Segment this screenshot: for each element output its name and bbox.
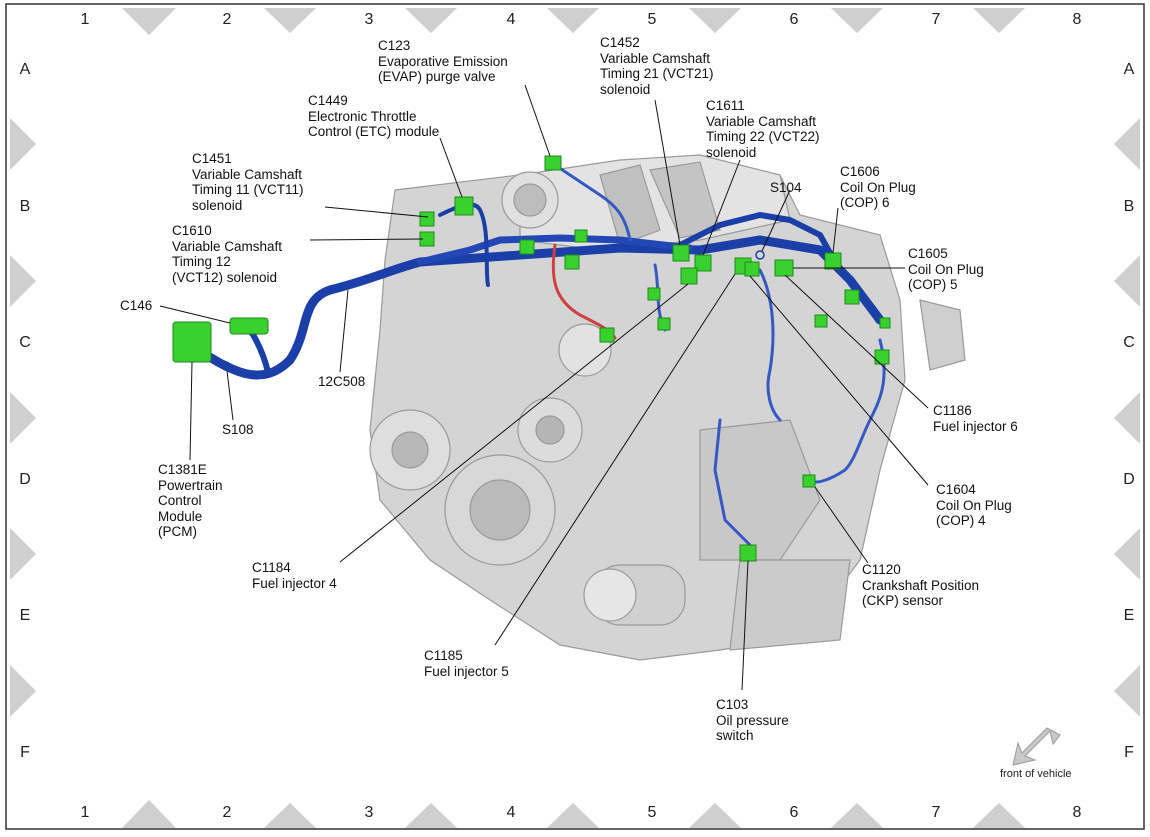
grid-row-right: D: [1123, 471, 1135, 488]
callout-c1381e: C1381E Powertrain Control Module (PCM): [158, 462, 223, 539]
grid-col-top: 4: [506, 11, 516, 28]
grid-col-bottom: 5: [647, 804, 657, 821]
grid-col-bottom: 7: [931, 804, 941, 821]
grid-row-right: E: [1123, 607, 1135, 624]
connectors: [172, 155, 891, 562]
grid-col-bottom: 8: [1072, 804, 1082, 821]
callout-c1185: C1185 Fuel injector 5: [424, 648, 509, 679]
c1604-connector: [744, 261, 760, 277]
frame-border: [5, 3, 1145, 830]
front-of-vehicle-label: front of vehicle: [1000, 768, 1072, 780]
grid-col-top: 8: [1072, 11, 1082, 28]
leader-lines: [159, 84, 929, 691]
s108-splice: [221, 361, 231, 371]
grid-row-right: A: [1123, 61, 1135, 78]
c1606-connector: [824, 252, 842, 270]
grid-col-top: 2: [222, 11, 232, 28]
callout-c1605: C1605 Coil On Plug (COP) 5: [908, 246, 984, 292]
callout-c146: C146: [120, 298, 153, 313]
engine-block: [369, 154, 966, 661]
grid-row-left: E: [19, 607, 31, 624]
grid-row-right: B: [1123, 198, 1135, 215]
grid-col-bottom: 4: [506, 804, 516, 821]
c1120-connector: [802, 474, 816, 488]
splices: [221, 250, 765, 371]
grid-col-top: 6: [789, 11, 799, 28]
c1451-connector: [419, 211, 435, 227]
callout-c1611: C1611 Variable Camshaft Timing 22 (VCT22…: [706, 98, 820, 160]
c1452-connector: [672, 244, 690, 262]
grid-col-top: 1: [80, 11, 90, 28]
callout-c1610: C1610 Variable Camshaft Timing 12 (VCT12…: [172, 223, 283, 285]
callout-c123: C123 Evaporative Emission (EVAP) purge v…: [378, 38, 508, 84]
grid-col-bottom: 6: [789, 804, 799, 821]
c1184-connector: [680, 267, 698, 285]
callout-c1449: C1449 Electronic Throttle Control (ETC) …: [308, 93, 440, 139]
callout-c1184: C1184 Fuel injector 4: [252, 560, 337, 591]
callout-c1120: C1120 Crankshaft Position (CKP) sensor: [862, 562, 980, 608]
grid-row-right: C: [1123, 334, 1135, 351]
callout-s108: S108: [222, 422, 254, 437]
c1449-connector: [454, 196, 474, 216]
grid-col-top: 3: [364, 11, 374, 28]
callout-c103: C103 Oil pressure switch: [716, 697, 789, 743]
callout-c1452: C1452 Variable Camshaft Timing 21 (VCT21…: [600, 35, 714, 97]
grid-col-bottom: 1: [80, 804, 90, 821]
grid-row-left: B: [19, 198, 31, 215]
s104-splice: [755, 250, 765, 260]
grid-col-bottom: 3: [364, 804, 374, 821]
callout-s104: S104: [770, 180, 802, 195]
front-of-vehicle-arrow: [1012, 727, 1061, 766]
grid-row-left: C: [19, 334, 31, 351]
c103-connector: [739, 544, 757, 562]
callout-12c508: 12C508: [318, 374, 366, 389]
grid-markers: [10, 8, 1140, 828]
pcm-connector: [172, 321, 212, 363]
grid-row-right: F: [1124, 744, 1134, 761]
callout-c1451: C1451 Variable Camshaft Timing 11 (VCT11…: [192, 151, 304, 213]
c1605-connector: [774, 259, 794, 277]
grid-col-top: 7: [931, 11, 941, 28]
grid-col-bottom: 2: [222, 804, 232, 821]
grid-row-left: F: [20, 744, 30, 761]
c123-connector: [544, 155, 562, 171]
callout-c1606: C1606 Coil On Plug (COP) 6: [840, 164, 916, 210]
grid-row-left: A: [19, 61, 31, 78]
grid-row-left: D: [19, 471, 31, 488]
callout-c1604: C1604 Coil On Plug (COP) 4: [936, 482, 1012, 528]
c146-connector: [229, 317, 269, 335]
grid-col-top: 5: [647, 11, 657, 28]
callout-c1186: C1186 Fuel injector 6: [933, 403, 1018, 434]
